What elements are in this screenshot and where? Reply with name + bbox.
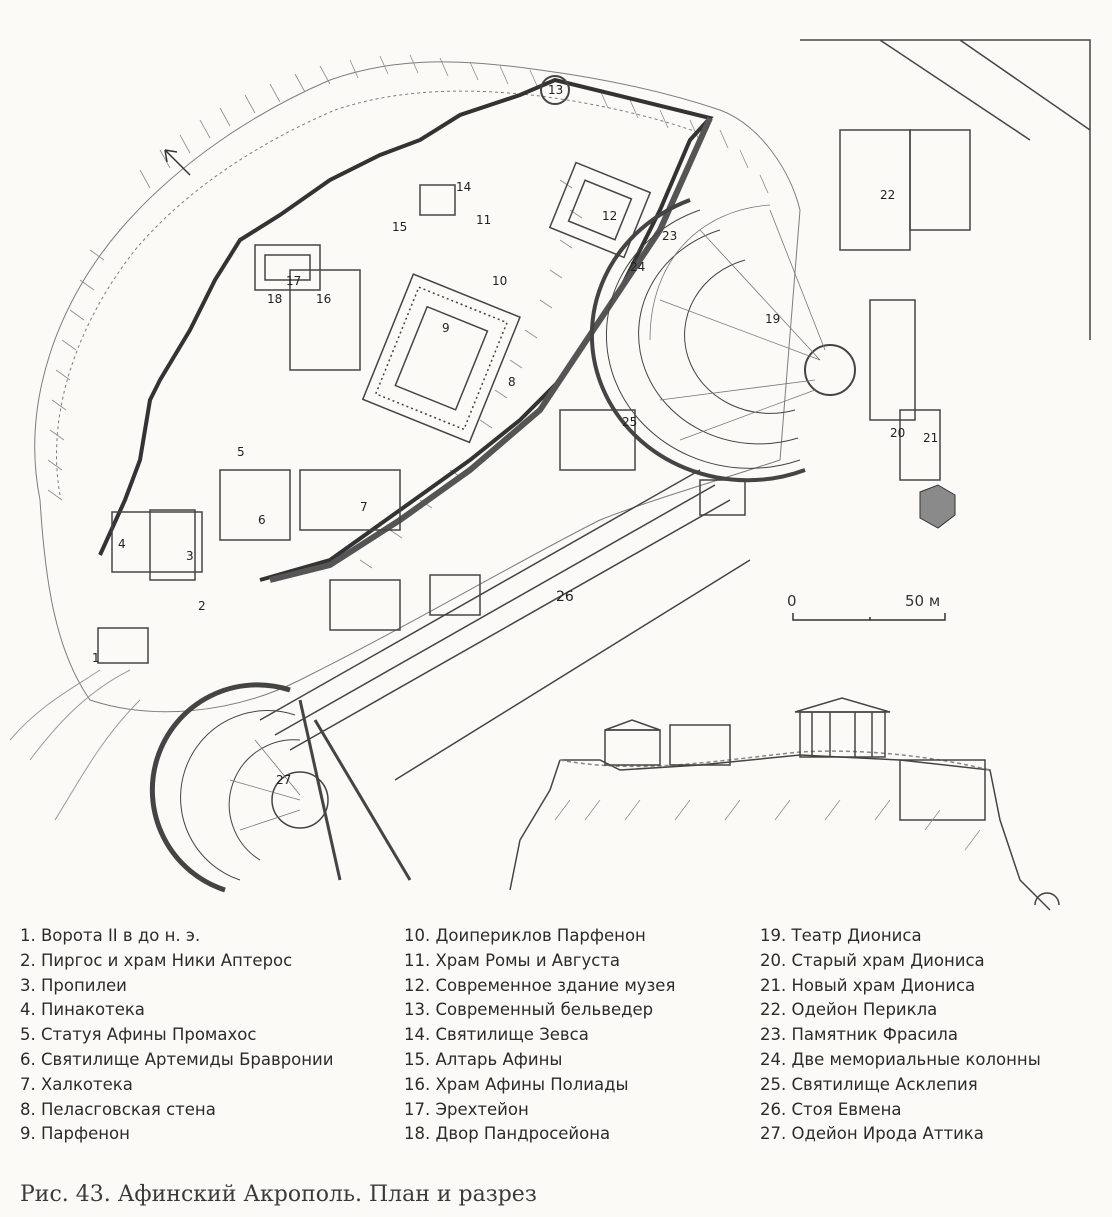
marker-27: 27	[276, 773, 291, 787]
marker-15: 15	[392, 220, 407, 234]
hatching	[47, 54, 769, 569]
marker-18: 18	[267, 292, 282, 306]
legend-column-3: 19. Театр Диониса 20. Старый храм Дионис…	[760, 924, 1041, 1147]
marker-16: 16	[316, 292, 331, 306]
legend-item: 13. Современный бельведер	[404, 1000, 654, 1020]
marker-14: 14	[456, 180, 471, 194]
legend-item: 25. Святилище Асклепия	[760, 1074, 978, 1094]
figure-caption: Рис. 43. Афинский Акрополь. План и разре…	[20, 1182, 537, 1207]
scale-start-label: 0	[787, 592, 797, 610]
legend-item: 10. Доипериклов Парфенон	[404, 926, 646, 945]
marker-6: 6	[258, 513, 266, 527]
marker-3: 3	[186, 549, 194, 563]
marker-25: 25	[622, 415, 637, 429]
legend-item: 12. Современное здание музея	[404, 975, 676, 995]
marker-5: 5	[237, 445, 245, 459]
marker-4: 4	[118, 537, 126, 551]
legend-item: 9. Парфенон	[20, 1124, 130, 1144]
marker-20: 20	[890, 426, 905, 440]
legend-item: 18. Двор Пандросейона	[404, 1124, 611, 1144]
marker-10: 10	[492, 274, 507, 288]
legend-column-2: 10. Доипериклов Парфенон 11. Храм Ромы и…	[404, 924, 675, 1147]
legend-item: 1. Ворота II в до н. э.	[20, 926, 201, 945]
monument-hexagon	[919, 484, 956, 529]
marker-7: 7	[360, 500, 368, 514]
belvedere	[540, 75, 570, 105]
section-drawing	[509, 697, 1060, 911]
marker-13: 13	[548, 83, 563, 97]
marker-12: 12	[602, 209, 617, 223]
site-markers: 1 2 3 4 5 6 7 8 9 10 11 12 13 14 15 16 1…	[92, 83, 938, 787]
legend-item: 11. Храм Ромы и Августа	[404, 950, 621, 970]
legend-item: 20. Старый храм Диониса	[760, 950, 985, 970]
legend-item: 6. Святилище Артемиды Бравронии	[20, 1049, 334, 1069]
theatre-of-dionysus	[589, 198, 856, 483]
legend-item: 17. Эрехтейон	[404, 1099, 529, 1119]
marker-11: 11	[476, 213, 491, 227]
marker-24: 24	[630, 260, 645, 274]
marker-23: 23	[662, 229, 677, 243]
marker-22: 22	[880, 188, 895, 202]
legend-item: 8. Пеласговская стена	[20, 1099, 216, 1119]
buildings	[97, 39, 1091, 781]
legend-item: 7. Халкотека	[20, 1074, 133, 1094]
legend-item: 23. Памятник Фрасила	[760, 1025, 958, 1045]
odeon-of-herodes	[149, 682, 412, 893]
hill-terrain	[9, 61, 801, 821]
legend-item: 24. Две мемориальные колонны	[760, 1049, 1041, 1069]
marker-1: 1	[92, 651, 100, 665]
legend-item: 16. Храм Афины Полиады	[404, 1074, 629, 1094]
legend-item: 3. Пропилеи	[20, 975, 127, 995]
marker-19: 19	[765, 312, 780, 326]
pelasgic-wall	[269, 116, 713, 583]
legend-column-1: 1. Ворота II в до н. э. 2. Пиргос и храм…	[20, 924, 334, 1147]
marker-2: 2	[198, 599, 206, 613]
legend-item: 5. Статуя Афины Промахос	[20, 1025, 257, 1045]
legend-item: 2. Пиргос и храм Ники Аптерос	[20, 950, 293, 970]
scale-bar: 0 50 м	[787, 592, 946, 621]
marker-26: 26	[556, 589, 574, 605]
legend-item: 4. Пинакотека	[20, 1000, 145, 1020]
legend-item: 19. Театр Диониса	[760, 926, 922, 945]
legend-item: 26. Стоя Евмена	[760, 1099, 902, 1119]
marker-21: 21	[923, 431, 938, 445]
scale-end-label: 50 м	[905, 592, 940, 610]
legend-item: 27. Одейон Ирода Аттика	[760, 1124, 984, 1144]
acropolis-plan: 0 50 м 1 2 3 4 5 6 7 8 9 10 11 12 13 14 …	[9, 39, 1091, 911]
arrow-north-icon	[164, 149, 191, 176]
legend-item: 21. Новый храм Диониса	[760, 975, 976, 995]
marker-17: 17	[286, 274, 301, 288]
legend-item: 22. Одейон Перикла	[760, 1000, 938, 1020]
section-hatching	[554, 799, 981, 851]
fortification-wall	[98, 77, 714, 582]
marker-8: 8	[508, 375, 516, 389]
legend-item: 14. Святилище Зевса	[404, 1025, 589, 1045]
marker-9: 9	[442, 321, 450, 335]
legend-item: 15. Алтарь Афины	[404, 1049, 563, 1069]
